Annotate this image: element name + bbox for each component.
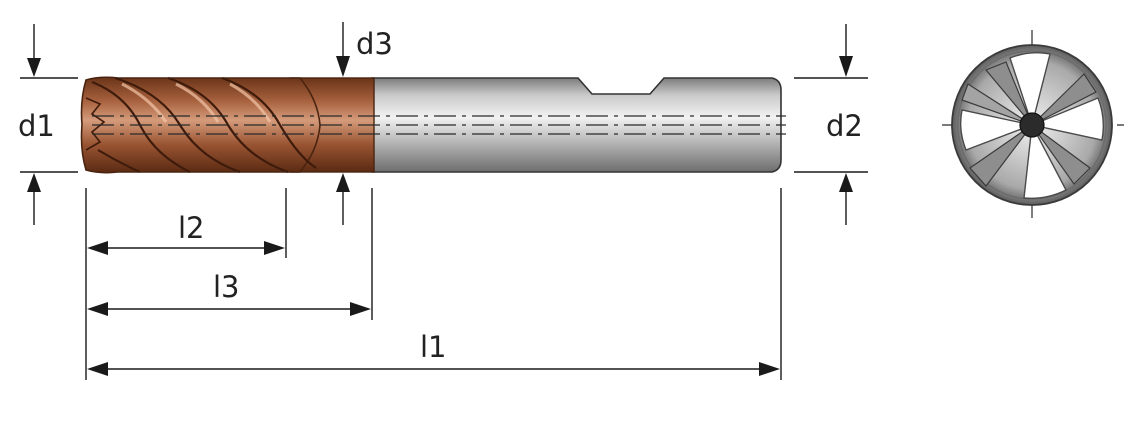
d3-dimension: d3 <box>336 22 393 225</box>
l1-label: l1 <box>420 330 447 364</box>
l3-label: l3 <box>213 270 240 304</box>
d1-label: d1 <box>18 109 55 143</box>
length-extension-lines <box>85 188 782 380</box>
d2-label: d2 <box>826 109 863 143</box>
d2-dimension: d2 <box>794 24 868 225</box>
tool-centerlines <box>92 115 786 135</box>
l3-dimension: l3 <box>87 270 371 316</box>
l2-label: l2 <box>178 211 205 245</box>
l1-dimension: l1 <box>87 330 780 376</box>
l2-dimension: l2 <box>87 211 285 255</box>
d1-dimension: d1 <box>18 24 78 225</box>
end-view <box>942 30 1124 218</box>
d3-label: d3 <box>356 27 393 61</box>
